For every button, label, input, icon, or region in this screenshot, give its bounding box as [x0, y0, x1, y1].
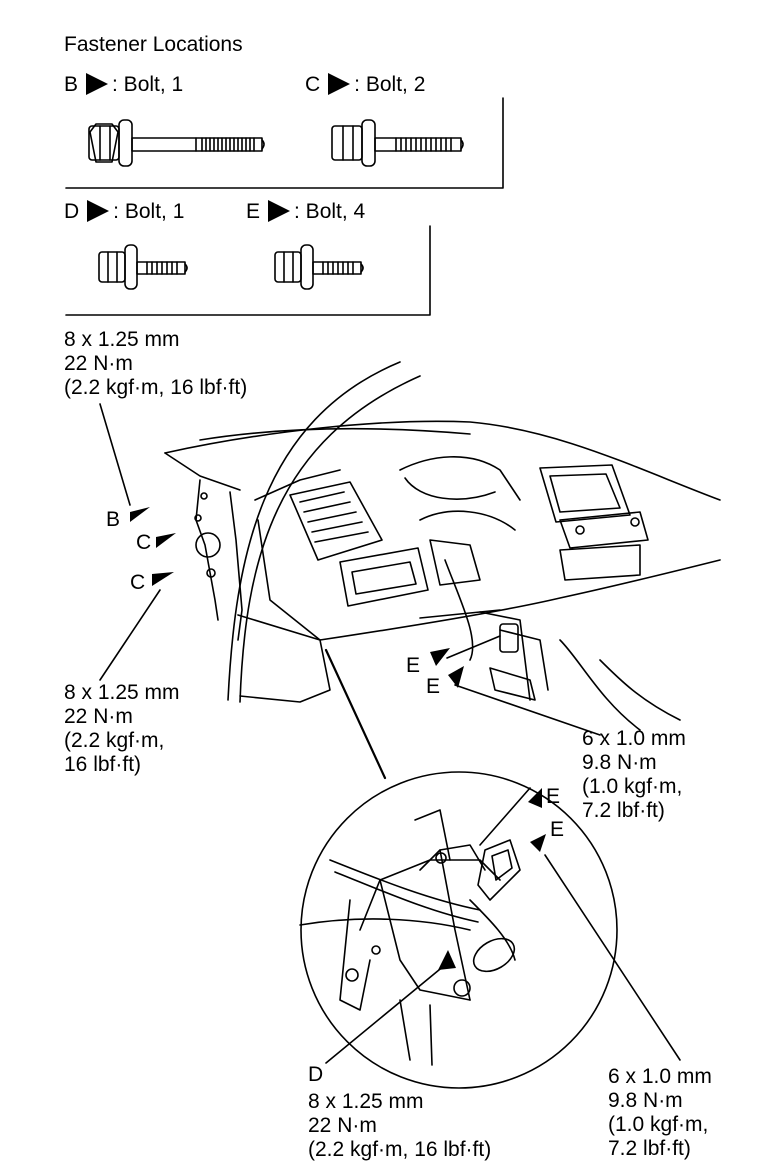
bracket-detail-illustration: [299, 809, 521, 1066]
spec-line: 7.2 lbf·ft): [582, 799, 665, 822]
spec-line: (1.0 kgf·m,: [608, 1113, 709, 1136]
spec-line: 16 lbf·ft): [64, 753, 142, 776]
fastener-e-label: E : Bolt, 4: [246, 200, 365, 224]
arrow-c1: [156, 533, 176, 548]
fastener-c-desc: : Bolt, 2: [354, 73, 426, 96]
callout-c-lower: C: [130, 571, 146, 594]
page-title: Fastener Locations: [64, 33, 243, 56]
fastener-b-letter: B: [64, 73, 79, 96]
spec-line: 22 N·m: [308, 1114, 377, 1137]
arrow-e1: [430, 648, 450, 666]
spec-line: 8 x 1.25 mm: [64, 328, 180, 351]
fastener-c-letter: C: [305, 73, 321, 96]
spec-line: 22 N·m: [64, 352, 133, 375]
leader-e-right: [454, 684, 601, 736]
callout-c-upper: C: [136, 531, 152, 554]
arrow-e4: [530, 834, 546, 852]
spec-line: (1.0 kgf·m,: [582, 775, 683, 798]
fastener-e-letter: E: [246, 200, 261, 223]
legend-frame-top: [65, 97, 504, 189]
callout-e-lower: E: [426, 675, 441, 698]
leader-mid-left: [99, 589, 161, 681]
bolt-e-icon: [274, 244, 364, 290]
callout-e-circle-bottom: E: [550, 818, 565, 841]
spec-mid-left: 8 x 1.25 mm 22 N·m (2.2 kgf·m, 16 lbf·ft…: [64, 681, 180, 777]
spec-line: 6 x 1.0 mm: [608, 1065, 712, 1088]
leader-top-left: [99, 403, 131, 506]
callout-b: B: [106, 508, 121, 531]
spec-bottom-center: 8 x 1.25 mm 22 N·m (2.2 kgf·m, 16 lbf·ft…: [308, 1090, 491, 1162]
arrow-e3: [528, 788, 542, 808]
arrow-e2: [448, 666, 464, 688]
fastener-b-label: B : Bolt, 1: [64, 73, 183, 97]
bolt-b-icon: [88, 119, 265, 167]
triangle-marker-icon: [87, 200, 110, 222]
spec-top-left: 8 x 1.25 mm 22 N·m (2.2 kgf·m, 16 lbf·ft…: [64, 328, 247, 400]
legend-frame-bottom: [65, 225, 431, 316]
fastener-b-desc: : Bolt, 1: [112, 73, 184, 96]
spec-mid-right: 6 x 1.0 mm 9.8 N·m (1.0 kgf·m, 7.2 lbf·f…: [582, 727, 686, 823]
arrow-c2: [152, 572, 174, 586]
callout-e-circle-top: E: [546, 785, 561, 808]
bolt-c-icon: [331, 119, 464, 167]
spec-line: 8 x 1.25 mm: [64, 681, 180, 704]
spec-line: (2.2 kgf·m,: [64, 729, 165, 752]
fastener-d-letter: D: [64, 200, 80, 223]
callout-d: D: [308, 1063, 324, 1086]
fastener-d-label: D : Bolt, 1: [64, 200, 184, 224]
fastener-d-desc: : Bolt, 1: [113, 200, 185, 223]
leader-bottom-center: [325, 964, 446, 1064]
spec-line: 22 N·m: [64, 705, 133, 728]
triangle-marker-icon: [268, 200, 291, 222]
spec-line: 6 x 1.0 mm: [582, 727, 686, 750]
bolt-d-icon: [98, 244, 188, 290]
leader-bottom-right: [544, 854, 681, 1061]
arrow-b: [130, 507, 150, 522]
detail-zoom-circle: [300, 771, 618, 1089]
spec-line: (2.2 kgf·m, 16 lbf·ft): [308, 1138, 492, 1161]
spec-line: 9.8 N·m: [582, 751, 657, 774]
leader-e-upper: [446, 635, 501, 659]
leader-e-circle: [479, 787, 531, 846]
arrow-d: [438, 950, 456, 970]
spec-line: 9.8 N·m: [608, 1089, 683, 1112]
zoom-leader: [324, 648, 387, 780]
fastener-c-label: C : Bolt, 2: [305, 73, 425, 97]
spec-line: 7.2 lbf·ft): [608, 1137, 691, 1160]
spec-line: 8 x 1.25 mm: [308, 1090, 424, 1113]
fastener-e-desc: : Bolt, 4: [294, 200, 366, 223]
spec-line: (2.2 kgf·m, 16 lbf·ft): [64, 376, 248, 399]
dashboard-illustration: [164, 361, 721, 731]
callout-e-upper: E: [406, 654, 421, 677]
spec-bottom-right: 6 x 1.0 mm 9.8 N·m (1.0 kgf·m, 7.2 lbf·f…: [608, 1065, 712, 1161]
triangle-marker-icon: [86, 73, 109, 95]
triangle-marker-icon: [328, 73, 351, 95]
